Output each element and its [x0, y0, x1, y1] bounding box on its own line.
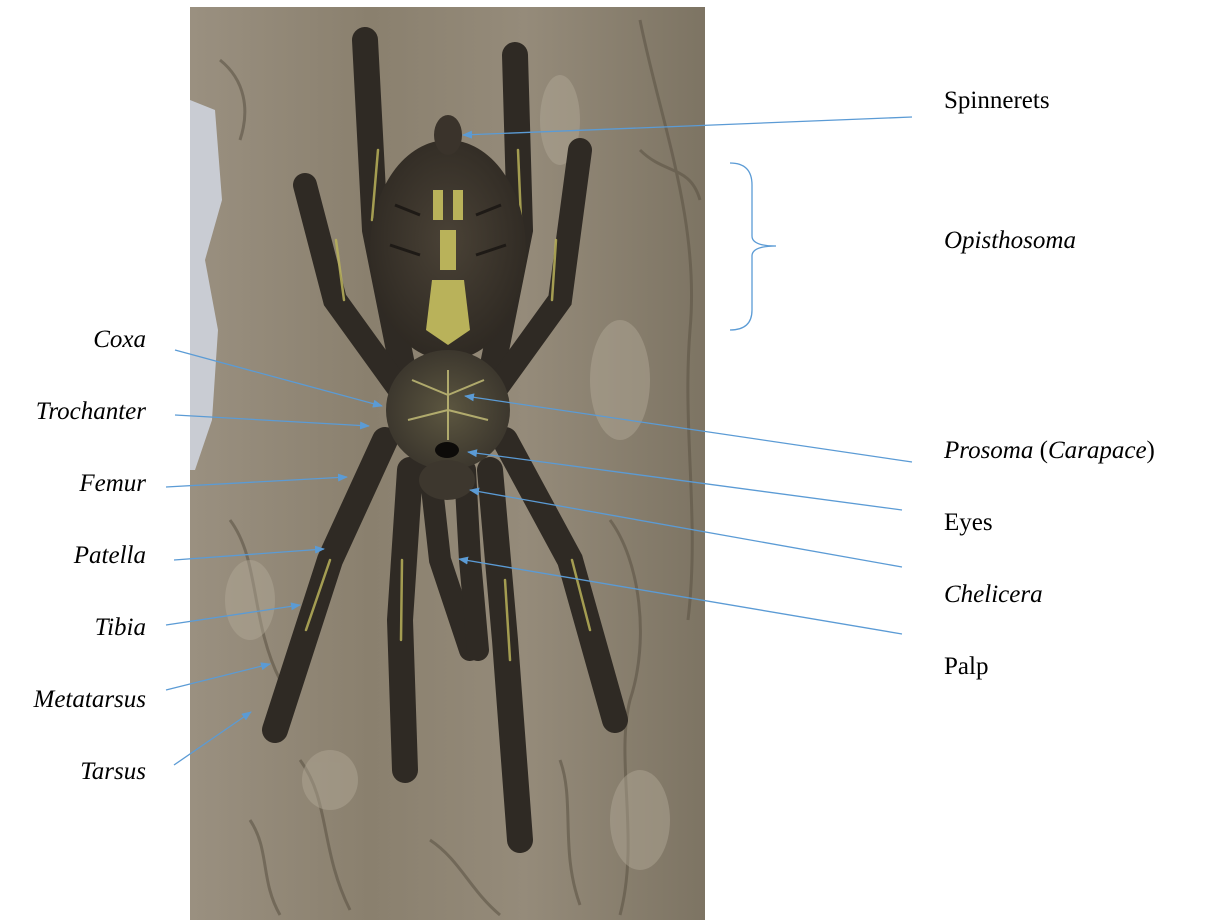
- label-prosoma-carapace: Prosoma (Carapace): [944, 436, 1155, 466]
- label-palp: Palp: [944, 652, 988, 682]
- label-opisthosoma: Opisthosoma: [944, 226, 1076, 256]
- label-trochanter: Trochanter: [36, 397, 146, 427]
- spinnerets-pointer: [463, 117, 912, 135]
- opisthosoma-bracket: [730, 163, 776, 330]
- prosoma-pointer: [465, 396, 912, 462]
- trochanter-pointer: [175, 415, 369, 426]
- label-coxa: Coxa: [93, 325, 146, 355]
- label-carapace: Carapace: [1048, 437, 1147, 464]
- label-chelicera: Chelicera: [944, 580, 1043, 610]
- label-spinnerets: Spinnerets: [944, 86, 1050, 116]
- label-femur: Femur: [79, 469, 146, 499]
- label-prosoma: Prosoma: [944, 437, 1033, 464]
- label-tibia: Tibia: [95, 613, 146, 643]
- label-eyes: Eyes: [944, 508, 993, 538]
- palp-pointer: [459, 559, 902, 634]
- femur-pointer: [166, 477, 347, 487]
- label-patella: Patella: [74, 541, 146, 571]
- tibia-pointer: [166, 605, 300, 625]
- patella-pointer: [174, 549, 324, 560]
- label-paren-close: ): [1147, 437, 1155, 464]
- metatarsus-pointer: [166, 664, 270, 690]
- tarsus-pointer: [174, 712, 251, 765]
- label-paren-open: (: [1033, 437, 1048, 464]
- label-metatarsus: Metatarsus: [34, 685, 147, 715]
- coxa-pointer: [175, 350, 382, 406]
- label-tarsus: Tarsus: [80, 757, 146, 787]
